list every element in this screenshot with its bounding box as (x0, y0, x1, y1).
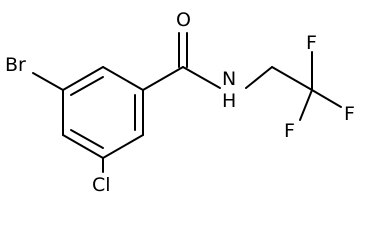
nitrogen-atom-label: N (222, 68, 236, 90)
fluorine-bottom-label: F (284, 120, 295, 142)
bond-ch2-cf3 (271, 66, 313, 91)
ring-bond-c2-c3 (62, 66, 104, 91)
chemical-structure: Br Cl O N H F F F (5, 9, 355, 196)
bromine-atom-label: Br (5, 54, 26, 76)
ring-bond-c1-c2 (102, 66, 144, 91)
oxygen-atom-label: O (176, 9, 191, 31)
ring-double-bond-inner-1 (70, 76, 104, 96)
ring-bond-c4-c5 (62, 134, 104, 159)
bond-nitrogen-ch2 (245, 66, 273, 89)
bond-carbonyl-nitrogen (182, 66, 221, 89)
bond-cf3-fluorine-right (311, 89, 342, 108)
bond-ring-carbonyl (142, 66, 184, 91)
amide-hydrogen-label: H (222, 90, 236, 112)
benzene-ring (62, 66, 144, 159)
fluorine-right-label: F (344, 103, 355, 125)
ring-double-bond-inner-2 (70, 129, 104, 149)
fluorine-top-label: F (306, 32, 317, 54)
ring-bond-c5-c6 (102, 134, 144, 159)
chlorine-atom-label: Cl (92, 174, 111, 196)
bond-cf3-fluorine-bottom (299, 89, 313, 121)
bond-ring-bromine (32, 72, 64, 91)
